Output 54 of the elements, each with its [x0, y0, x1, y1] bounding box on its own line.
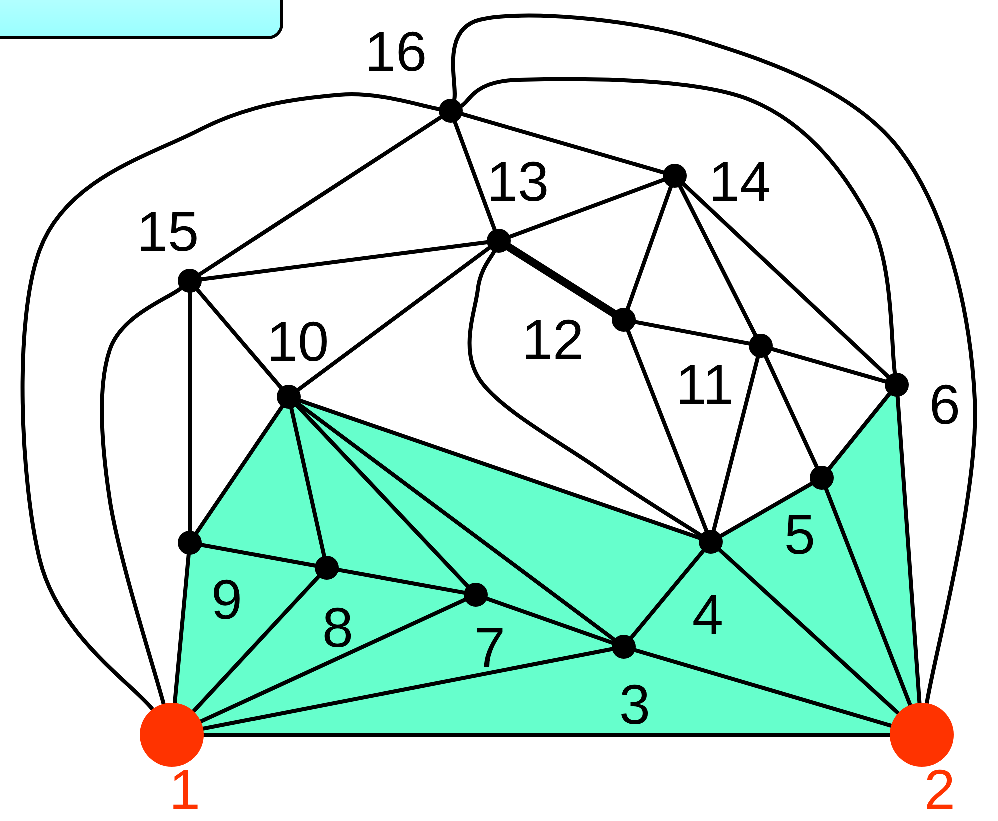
vertex-number: 9: [211, 572, 243, 628]
vertex-dot: [487, 229, 511, 253]
graph-edge: [718, 482, 814, 538]
graph-edge: [468, 249, 704, 538]
graph-edge: [294, 403, 470, 589]
vertex-dot: [178, 531, 202, 555]
graph-edge: [194, 404, 285, 536]
vertex-dot: [663, 164, 687, 188]
vertex-dot: [612, 308, 636, 332]
vertex-number: 16: [364, 24, 428, 80]
graph-edge: [296, 246, 492, 392]
vertex-number: 15: [136, 204, 200, 260]
vertex-number: 14: [708, 154, 772, 210]
graph-edge: [629, 548, 706, 641]
graph-edge: [452, 119, 498, 233]
vertex-dot: [439, 99, 463, 123]
vertex-number: 12: [522, 312, 584, 368]
graph-edge: [197, 115, 444, 277]
graph-edge: [198, 598, 468, 724]
graph-edge: [195, 287, 284, 391]
vertex-number: 3: [619, 677, 651, 733]
graph-edge: [451, 14, 978, 706]
graph-edge: [191, 574, 322, 714]
graph-edge: [770, 347, 888, 384]
vertex-number: 11: [676, 357, 734, 413]
graph-edge: [289, 406, 327, 560]
vertex-number: 5: [784, 507, 816, 563]
graph-edge: [504, 242, 619, 318]
graph-edge: [824, 486, 913, 708]
graph-edge: [681, 182, 891, 380]
graph-edge: [460, 112, 666, 175]
graph-edge: [507, 178, 667, 240]
graph-edge: [712, 354, 760, 534]
graph-edge: [678, 184, 758, 338]
graph-edge: [826, 392, 892, 472]
vertex-number: 7: [474, 620, 506, 676]
graph-edge: [764, 354, 820, 470]
vertex-number: 13: [486, 154, 550, 210]
vertex-number: 2: [924, 762, 956, 818]
graph-edge: [626, 184, 674, 312]
graph-edge: [188, 290, 192, 534]
vertex-dot: [885, 373, 909, 397]
vertex-dot: [277, 385, 301, 409]
graph-edge: [632, 648, 894, 728]
vertex-number: 4: [692, 587, 724, 643]
graph-edge: [717, 547, 902, 716]
vertex-number: 1: [169, 762, 201, 818]
vertex-number: 10: [266, 314, 330, 370]
vertex-dot: [178, 269, 202, 293]
vertex-number: 6: [929, 377, 961, 433]
graph-edge: [459, 77, 898, 376]
graph-edge: [626, 328, 709, 534]
vertex-number: 8: [322, 600, 354, 656]
vertex-dot: [749, 334, 773, 358]
